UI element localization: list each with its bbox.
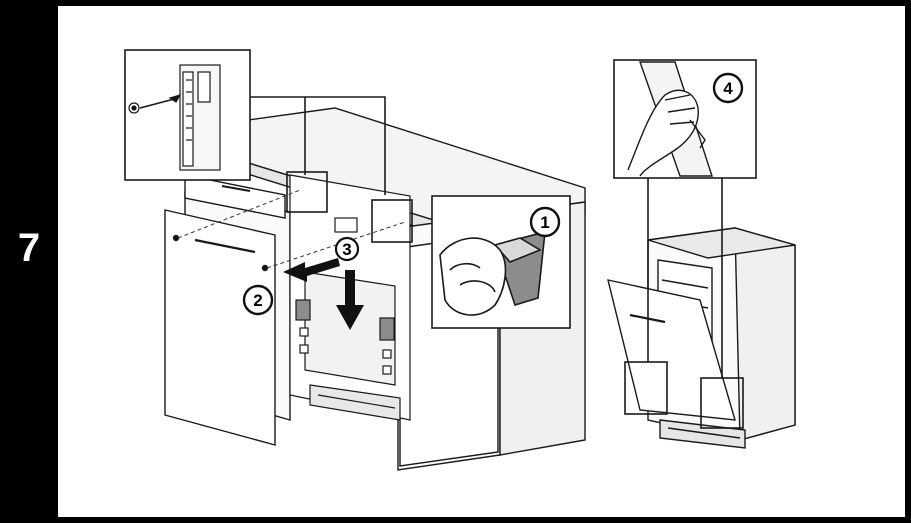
bracket-detail xyxy=(128,64,221,171)
callout-2: 2 xyxy=(242,284,274,316)
tape-detail xyxy=(431,195,571,329)
callout-3-label: 3 xyxy=(342,240,351,259)
callout-1: 1 xyxy=(529,206,561,238)
callout-4: 4 xyxy=(712,72,744,104)
step-number: 7 xyxy=(17,226,41,270)
hands-detail xyxy=(627,61,713,177)
callout-4-label: 4 xyxy=(723,79,733,98)
step-sidebar: 7 xyxy=(0,0,58,523)
callout-2-label: 2 xyxy=(253,291,262,310)
callout-1-label: 1 xyxy=(540,213,549,232)
callout-3: 3 xyxy=(334,236,360,262)
direction-arrows xyxy=(283,258,364,330)
